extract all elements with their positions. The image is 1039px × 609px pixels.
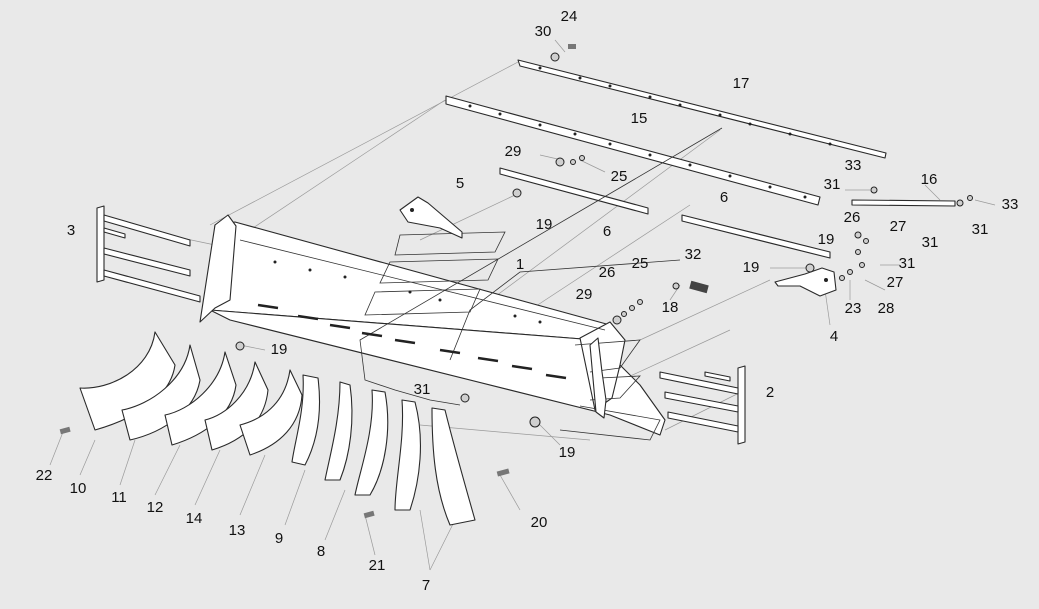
label-part-31: 31: [899, 255, 916, 272]
label-part-5: 5: [456, 175, 464, 192]
label-part-1: 1: [516, 256, 524, 273]
label-part-9: 9: [275, 530, 283, 547]
label-part-17: 17: [733, 75, 750, 92]
label-part-10: 10: [70, 480, 87, 497]
label-part-21: 21: [369, 557, 386, 574]
label-part-27: 27: [887, 274, 904, 291]
label-part-31: 31: [414, 381, 431, 398]
label-part-31: 31: [922, 234, 939, 251]
label-part-29: 29: [576, 286, 593, 303]
label-part-16: 16: [921, 171, 938, 188]
part-18-spring: [689, 280, 709, 294]
label-part-6: 6: [720, 189, 728, 206]
label-part-31: 31: [824, 176, 841, 193]
label-part-6: 6: [603, 223, 611, 240]
bolts: [59, 44, 576, 519]
label-part-26: 26: [599, 264, 616, 281]
part-labels: 24 30 17 15 29 25 5 19 6 6 3 1 26 25 32 …: [36, 8, 1019, 594]
label-part-25: 25: [632, 255, 649, 272]
part-6-bar-right: [681, 214, 831, 259]
flaps: [79, 331, 476, 526]
overlay-plates: [359, 127, 723, 441]
label-part-7: 7: [422, 577, 430, 594]
label-part-22: 22: [36, 467, 53, 484]
part-5-bracket: [399, 196, 463, 239]
label-part-24: 24: [561, 8, 578, 25]
part-4-bracket: [774, 267, 837, 297]
label-part-14: 14: [186, 510, 203, 527]
part-6-bar-left: [499, 167, 649, 215]
label-part-30: 30: [535, 23, 552, 40]
bar-holes: [273, 66, 832, 324]
part-1-main-panel: [199, 214, 666, 436]
label-part-25: 25: [611, 168, 628, 185]
label-part-11: 11: [111, 489, 127, 506]
label-part-19: 19: [536, 216, 553, 233]
label-part-33: 33: [1002, 196, 1019, 213]
panel-slots: [257, 303, 567, 380]
label-part-4: 4: [830, 328, 838, 345]
label-part-18: 18: [662, 299, 679, 316]
label-part-8: 8: [317, 543, 325, 560]
label-part-32: 32: [685, 246, 702, 263]
label-part-15: 15: [631, 110, 648, 127]
label-part-23: 23: [845, 300, 862, 317]
nuts-washers: [235, 52, 973, 428]
label-part-31: 31: [972, 221, 989, 238]
part-2-right-brace: [659, 365, 746, 445]
label-part-33: 33: [845, 157, 862, 174]
label-part-20: 20: [531, 514, 548, 531]
part-3-left-brace: [96, 205, 201, 303]
label-part-29: 29: [505, 143, 522, 160]
label-part-26: 26: [844, 209, 861, 226]
label-part-12: 12: [147, 499, 164, 516]
part-15-long-bar: [445, 95, 821, 206]
label-part-27: 27: [890, 218, 907, 235]
part-32-side-panel: [589, 337, 607, 419]
label-part-19: 19: [271, 341, 288, 358]
label-part-28: 28: [878, 300, 895, 317]
label-part-19: 19: [559, 444, 576, 461]
label-part-13: 13: [229, 522, 246, 539]
label-part-19: 19: [743, 259, 760, 276]
label-part-19: 19: [818, 231, 835, 248]
part-16-small-bar: [851, 199, 956, 207]
label-part-3: 3: [67, 222, 75, 239]
label-part-2: 2: [766, 384, 774, 401]
